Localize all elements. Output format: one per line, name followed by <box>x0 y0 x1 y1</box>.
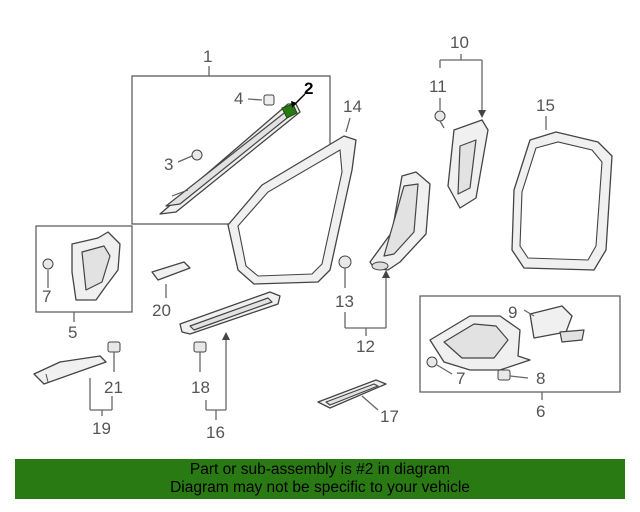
screw-18-icon <box>193 341 207 372</box>
callout-10: 10 <box>450 33 469 52</box>
weatherstrip-14-icon <box>227 117 357 285</box>
group-6-box <box>419 295 621 400</box>
screw-21-icon <box>107 341 121 372</box>
callout-17: 17 <box>380 407 399 426</box>
callout-14: 14 <box>343 97 362 116</box>
clip-4-icon <box>247 94 275 106</box>
group-1-box <box>131 66 331 225</box>
callout-8: 8 <box>536 369 545 388</box>
info-banner: Part or sub-assembly is #2 in diagram Di… <box>15 459 625 499</box>
part-2-highlight-icon <box>281 93 306 119</box>
callout-7-right: 7 <box>456 369 465 388</box>
screw-3-icon <box>177 149 203 163</box>
callout-16: 16 <box>206 423 225 442</box>
callout-19: 19 <box>92 419 111 438</box>
callout-13: 13 <box>335 292 354 311</box>
callout-20: 20 <box>152 301 171 320</box>
group-5-box <box>35 225 133 322</box>
callout-3: 3 <box>164 155 173 174</box>
parts-diagram: 1 2 3 4 5 6 7 7 8 9 10 11 12 13 14 15 16… <box>33 33 621 442</box>
banner-line-2: Diagram may not be specific to your vehi… <box>170 479 470 496</box>
callout-7-left: 7 <box>42 287 51 306</box>
callout-11: 11 <box>429 77 447 96</box>
weatherstrip-15-icon <box>511 116 613 271</box>
banner-line-1: Part or sub-assembly is #2 in diagram <box>189 461 451 478</box>
callout-18: 18 <box>191 378 210 397</box>
callout-6: 6 <box>536 402 545 421</box>
b-pillar-lower-12-icon <box>344 171 431 336</box>
callout-5: 5 <box>68 323 77 342</box>
callout-12: 12 <box>356 337 375 356</box>
clip-20-icon <box>151 261 191 298</box>
callout-9: 9 <box>508 303 517 322</box>
clip-13-icon <box>338 255 352 288</box>
callout-2: 2 <box>304 79 313 98</box>
screw-11-icon <box>434 98 446 129</box>
callout-4: 4 <box>234 89 243 108</box>
sill-plate-16-icon <box>179 291 281 420</box>
trim-19-icon <box>33 355 113 416</box>
scuff-plate-17-icon <box>317 379 387 411</box>
callout-21: 21 <box>104 378 123 397</box>
b-pillar-upper-10-icon <box>439 54 489 209</box>
callout-1: 1 <box>203 47 212 66</box>
callout-15: 15 <box>536 96 555 115</box>
